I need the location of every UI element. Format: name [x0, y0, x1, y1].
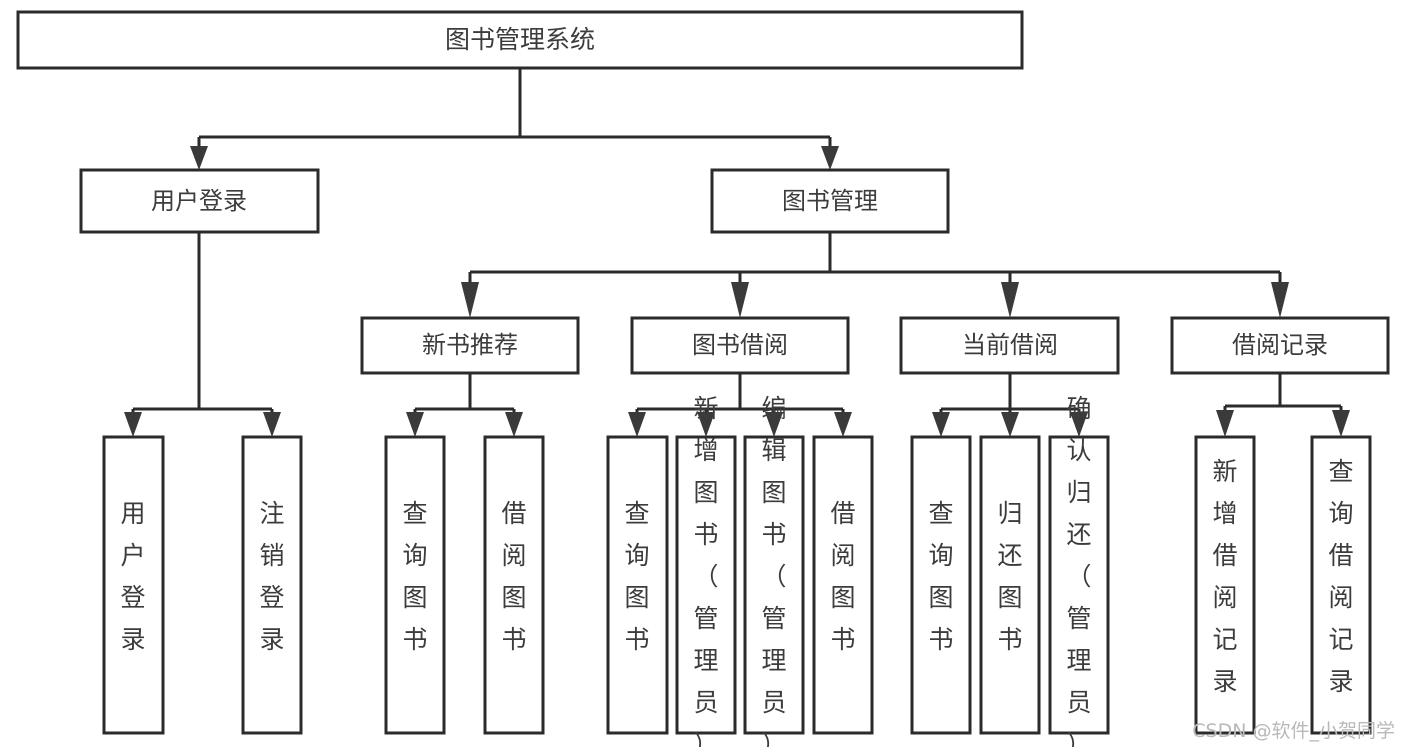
- arrow-head-icon: [1216, 410, 1234, 437]
- leaf-box: [102, 435, 165, 735]
- leaf-book-borrow-borrow[interactable]: 借阅图书: [812, 435, 874, 735]
- arrow-head-icon: [263, 412, 281, 437]
- connector-book-borrow-to-leaves: [628, 373, 852, 437]
- arrow-head-icon: [821, 146, 839, 170]
- leaf-label: 查询图书: [928, 499, 953, 654]
- leaf-new-book-borrow[interactable]: 借阅图书: [483, 435, 545, 735]
- leaf-box: [743, 435, 805, 735]
- arrow-head-icon: [834, 412, 852, 437]
- leaf-book-borrow-query[interactable]: 查询图书: [606, 435, 669, 735]
- node-root[interactable]: 图书管理系统: [16, 10, 1024, 70]
- leaf-new-book-query[interactable]: 查询图书: [384, 435, 446, 735]
- arrow-head-icon: [1271, 282, 1289, 318]
- leaf-box: [1048, 435, 1110, 735]
- leaf-label: 用户登录: [120, 499, 145, 654]
- leaf-box: [483, 435, 545, 735]
- arrow-head-icon: [190, 146, 208, 170]
- leaf-label: 借阅图书: [501, 499, 526, 654]
- node-root-label: 图书管理系统: [445, 25, 595, 54]
- arrow-head-icon: [1070, 412, 1088, 437]
- arrow-head-icon: [765, 412, 783, 437]
- node-user-login-box: [79, 168, 320, 234]
- node-book-borrow-box: [630, 316, 850, 375]
- leaf-book-borrow-edit[interactable]: 编辑图书（管理员）: [743, 394, 805, 747]
- leaf-label: 借阅图书: [830, 499, 855, 654]
- node-book-borrow[interactable]: 图书借阅: [630, 316, 850, 375]
- node-borrow-record-label: 借阅记录: [1232, 331, 1328, 359]
- leaf-box: [910, 435, 972, 735]
- node-borrow-record[interactable]: 借阅记录: [1170, 316, 1390, 375]
- connector-user-login-to-leaves: [124, 232, 281, 437]
- node-new-book-recommend-box: [360, 316, 580, 375]
- node-root-box: [16, 10, 1024, 70]
- node-current-borrow-label: 当前借阅: [962, 331, 1058, 359]
- leaf-current-borrow-return[interactable]: 归还图书: [979, 435, 1041, 735]
- arrow-head-icon: [1001, 282, 1019, 318]
- arrow-head-icon: [461, 282, 479, 318]
- arrow-head-icon: [124, 412, 142, 437]
- node-current-borrow-box: [899, 316, 1120, 375]
- arrow-head-icon: [697, 412, 715, 437]
- arrow-head-icon: [628, 412, 646, 437]
- connector-root-to-level2: [190, 68, 839, 170]
- leaf-label: 新增借阅记录: [1212, 457, 1237, 696]
- leaf-user-login-login[interactable]: 用户登录: [102, 435, 165, 735]
- leaf-borrow-record-query[interactable]: 查询借阅记录: [1310, 435, 1372, 735]
- node-new-book-recommend-label: 新书推荐: [422, 331, 518, 359]
- node-user-login[interactable]: 用户登录: [79, 168, 320, 234]
- arrow-head-icon: [932, 412, 950, 437]
- leaf-label: 编辑图书（管理员）: [761, 394, 786, 747]
- leaf-box: [979, 435, 1041, 735]
- leaf-borrow-record-add[interactable]: 新增借阅记录: [1194, 435, 1256, 735]
- connector-book-mgmt-to-level3: [461, 232, 1289, 318]
- node-borrow-record-box: [1170, 316, 1390, 375]
- arrow-head-icon: [731, 282, 749, 318]
- leaf-label: 查询借阅记录: [1328, 457, 1353, 696]
- arrow-head-icon: [505, 412, 523, 437]
- leaf-label: 查询图书: [624, 499, 649, 654]
- connector-borrow-record-to-leaves: [1216, 373, 1350, 437]
- leaf-label: 确认归还（管理员）: [1066, 394, 1091, 747]
- leaf-label: 归还图书: [997, 499, 1022, 654]
- node-book-borrow-label: 图书借阅: [692, 331, 788, 359]
- leaf-box: [384, 435, 446, 735]
- node-book-management[interactable]: 图书管理: [710, 168, 950, 234]
- leaf-box: [241, 435, 303, 735]
- connector-new-book-to-leaves: [406, 373, 523, 437]
- leaf-current-borrow-query[interactable]: 查询图书: [910, 435, 972, 735]
- leaf-current-borrow-confirm[interactable]: 确认归还（管理员）: [1048, 394, 1110, 747]
- leaf-box: [1194, 435, 1256, 735]
- arrow-head-icon: [1001, 412, 1019, 437]
- arrow-head-icon: [1332, 410, 1350, 437]
- node-book-management-label: 图书管理: [782, 187, 878, 215]
- leaf-label: 注销登录: [259, 499, 284, 654]
- node-user-login-label: 用户登录: [151, 187, 247, 215]
- node-book-management-box: [710, 168, 950, 234]
- node-current-borrow[interactable]: 当前借阅: [899, 316, 1120, 375]
- connector-current-borrow-to-leaves: [932, 373, 1088, 437]
- leaf-box: [606, 435, 669, 735]
- arrow-head-icon: [406, 412, 424, 437]
- leaf-box: [1310, 435, 1372, 735]
- leaf-book-borrow-add[interactable]: 新增图书（管理员）: [675, 394, 737, 747]
- leaf-user-login-logout[interactable]: 注销登录: [241, 435, 303, 735]
- leaf-box: [812, 435, 874, 735]
- leaf-label: 新增图书（管理员）: [693, 394, 718, 747]
- leaf-box: [675, 435, 737, 735]
- leaf-label: 查询图书: [402, 499, 427, 654]
- node-new-book-recommend[interactable]: 新书推荐: [360, 316, 580, 375]
